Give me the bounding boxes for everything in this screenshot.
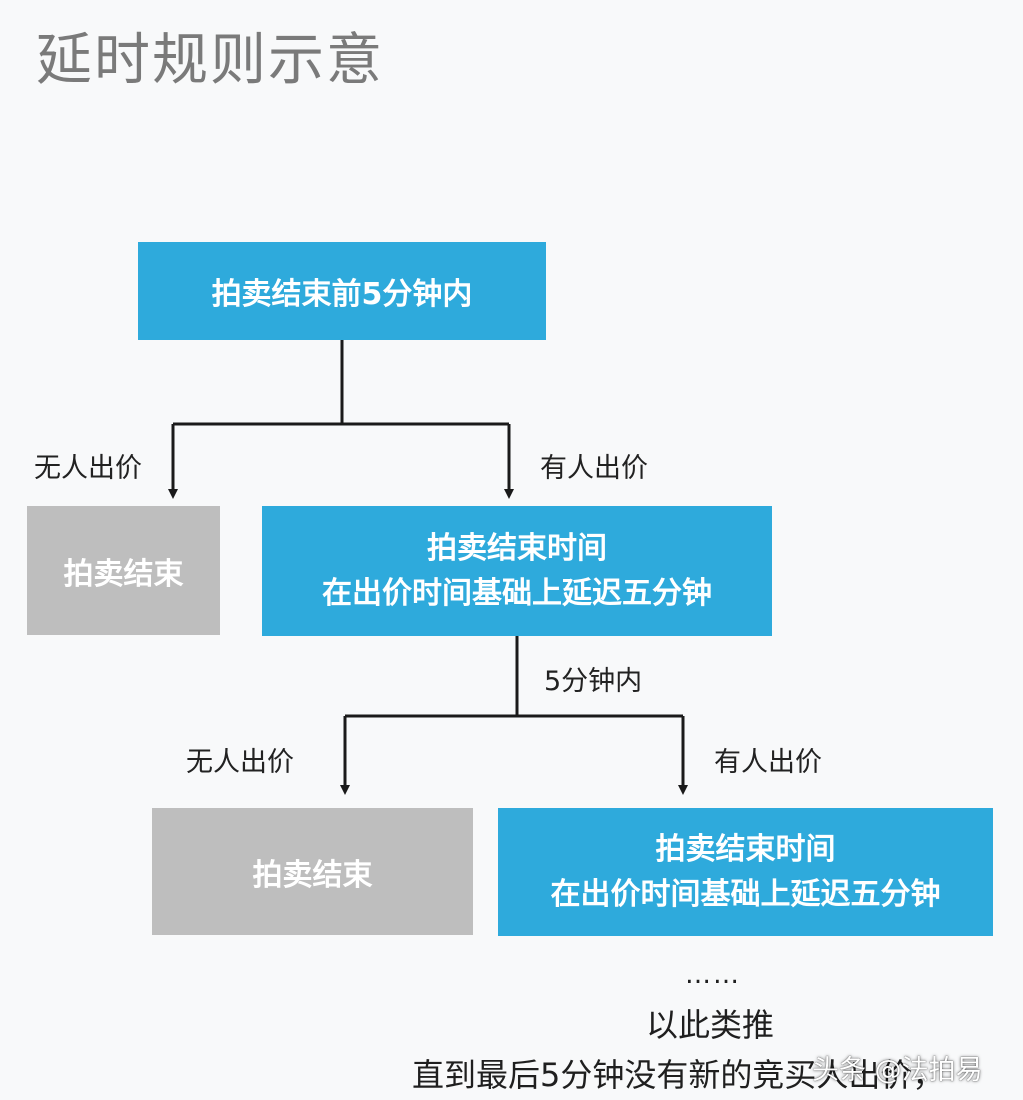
edge-label-bid-1: 有人出价 <box>540 453 648 484</box>
node-end-2-label: 拍卖结束 <box>252 857 373 893</box>
edge-label-within-5min: 5分钟内 <box>544 666 643 697</box>
diagram-title: 延时规则示意 <box>36 28 384 93</box>
edge-label-no-bid-2: 无人出价 <box>186 747 294 778</box>
edge-label-bid-2: 有人出价 <box>714 747 822 778</box>
node-start: 拍卖结束前5分钟内 <box>138 242 546 340</box>
node-extend-1: 拍卖结束时间 在出价时间基础上延迟五分钟 <box>262 506 772 636</box>
node-start-label: 拍卖结束前5分钟内 <box>211 277 473 312</box>
footer-ellipsis: …… <box>685 960 741 990</box>
node-end-1: 拍卖结束 <box>27 506 220 635</box>
edge-label-no-bid-1: 无人出价 <box>34 453 142 484</box>
node-extend-2-line2: 在出价时间基础上延迟五分钟 <box>550 877 941 912</box>
node-extend-1-line2: 在出价时间基础上延迟五分钟 <box>322 576 712 611</box>
footer-line-2: 直到最后5分钟没有新的竞买人出价， <box>412 1056 945 1094</box>
node-extend-1-line1: 拍卖结束时间 <box>427 531 607 566</box>
footer-line-1: 以此类推 <box>646 1006 775 1044</box>
watermark: 头条 @法拍易 <box>812 1055 983 1086</box>
node-extend-2-line1: 拍卖结束时间 <box>655 832 836 867</box>
node-end-2: 拍卖结束 <box>152 808 473 935</box>
node-end-1-label: 拍卖结束 <box>63 556 184 592</box>
node-extend-2: 拍卖结束时间 在出价时间基础上延迟五分钟 <box>498 808 993 936</box>
